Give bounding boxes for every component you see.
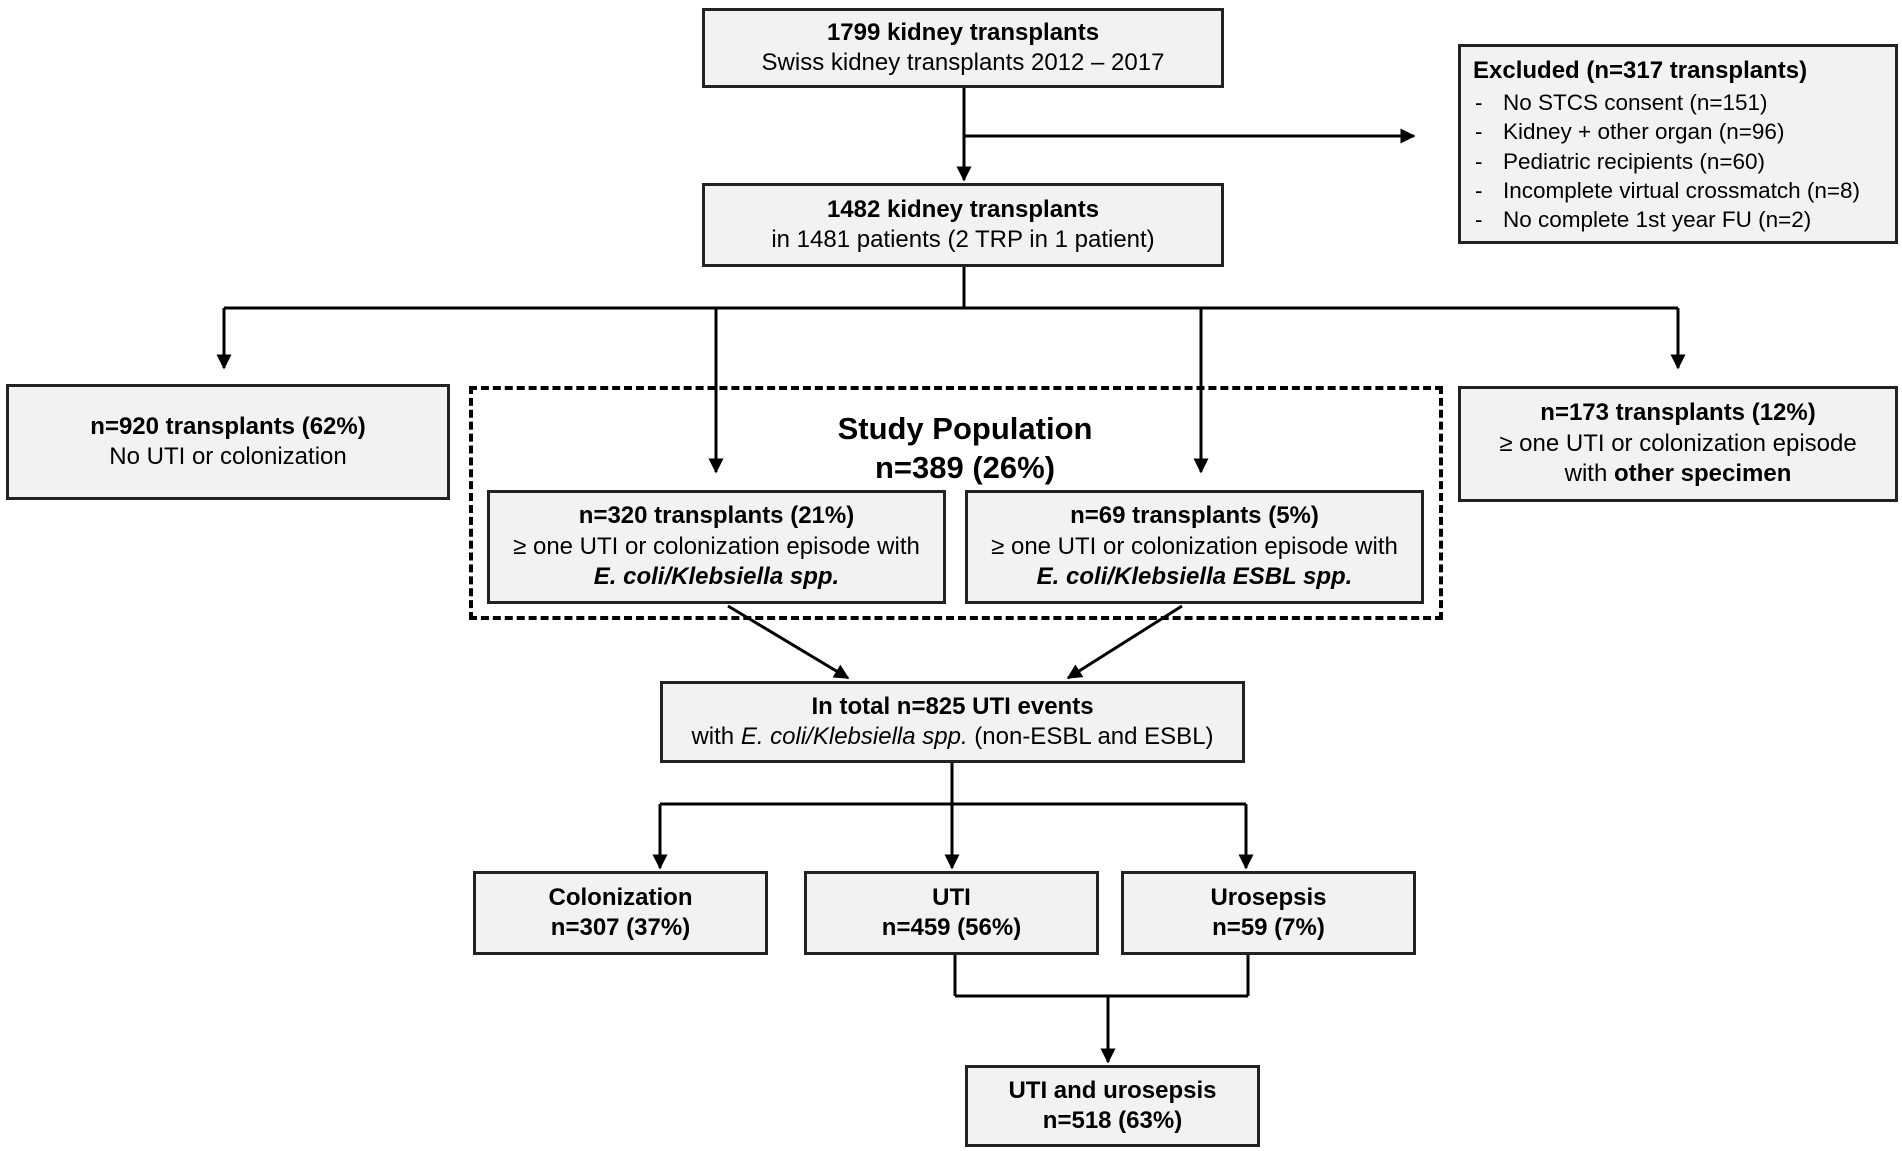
box-total-events: In total n=825 UTI events with E. coli/K… xyxy=(660,681,1245,763)
box-urosepsis: Urosepsis n=59 (7%) xyxy=(1121,871,1416,955)
box-uti-urosepsis-count: n=518 (63%) xyxy=(1042,1107,1183,1134)
box-total-subtitle: with E. coli/Klebsiella spp. (non-ESBL a… xyxy=(691,722,1213,752)
box-173-specimen: other specimen xyxy=(1613,460,1792,488)
box-total-post: (non-ESBL and ESBL) xyxy=(967,723,1214,750)
excluded-box: Excluded (n=317 transplants) No STCS con… xyxy=(1458,44,1898,244)
box-920-title: n=920 transplants (62%) xyxy=(90,412,366,440)
box-uti-urosepsis-title: UTI and urosepsis xyxy=(1008,1076,1217,1104)
box-colonization: Colonization n=307 (37%) xyxy=(473,871,768,955)
excluded-list: No STCS consent (n=151) Kidney + other o… xyxy=(1473,88,1883,235)
excluded-item: Pediatric recipients (n=60) xyxy=(1473,147,1883,177)
box-173-transplants: n=173 transplants (12%) ≥ one UTI or col… xyxy=(1458,386,1898,502)
box-920-transplants: n=920 transplants (62%) No UTI or coloni… xyxy=(6,384,450,500)
excluded-item: Kidney + other organ (n=96) xyxy=(1473,117,1883,147)
box-173-line1: ≥ one UTI or colonization episode xyxy=(1499,429,1857,457)
box-173-line2: with other specimen xyxy=(1565,459,1792,489)
box-uti-and-urosepsis: UTI and urosepsis n=518 (63%) xyxy=(965,1065,1260,1147)
box-69-line2: E. coli/Klebsiella ESBL spp. xyxy=(1037,562,1353,592)
box-total-pre: with xyxy=(691,723,741,750)
box-urosepsis-title: Urosepsis xyxy=(1210,883,1327,911)
study-population-label: Study Population n=389 (26%) xyxy=(690,410,1240,488)
box-1799-transplants: 1799 kidney transplants Swiss kidney tra… xyxy=(702,8,1224,88)
box-1482-subtitle: in 1481 patients (2 TRP in 1 patient) xyxy=(771,226,1155,253)
box-1482-title: 1482 kidney transplants xyxy=(826,195,1100,223)
box-colonization-count: n=307 (37%) xyxy=(550,914,691,941)
box-69-title: n=69 transplants (5%) xyxy=(1070,502,1319,530)
box-173-line2-prefix: with xyxy=(1564,460,1614,488)
box-320-transplants: n=320 transplants (21%) ≥ one UTI or col… xyxy=(487,490,946,604)
box-320-organism: E. coli/Klebsiella spp. xyxy=(593,563,840,591)
box-1799-title: 1799 kidney transplants xyxy=(826,18,1100,46)
box-920-subtitle: No UTI or colonization xyxy=(109,443,347,470)
box-colonization-title: Colonization xyxy=(548,883,693,911)
box-320-title: n=320 transplants (21%) xyxy=(578,502,855,530)
box-69-organism: E. coli/Klebsiella ESBL spp. xyxy=(1036,563,1353,591)
box-173-title: n=173 transplants (12%) xyxy=(1540,399,1816,427)
excluded-title: Excluded (n=317 transplants) xyxy=(1473,57,1808,84)
study-population-count: n=389 (26%) xyxy=(874,449,1056,485)
box-uti-title: UTI xyxy=(932,883,971,911)
excluded-item: Incomplete virtual crossmatch (n=8) xyxy=(1473,176,1883,206)
study-population-frame xyxy=(469,386,1443,620)
box-total-title: In total n=825 UTI events xyxy=(811,692,1094,720)
box-total-organism: E. coli/Klebsiella spp. xyxy=(740,723,968,750)
study-population-title: Study Population xyxy=(837,411,1093,446)
box-uti: UTI n=459 (56%) xyxy=(804,871,1099,955)
box-69-transplants: n=69 transplants (5%) ≥ one UTI or colon… xyxy=(965,490,1424,604)
box-uti-count: n=459 (56%) xyxy=(881,914,1022,941)
box-320-line1: ≥ one UTI or colonization episode with xyxy=(513,532,920,560)
box-320-line2: E. coli/Klebsiella spp. xyxy=(594,562,839,592)
box-1799-subtitle: Swiss kidney transplants 2012 – 2017 xyxy=(761,49,1165,76)
box-urosepsis-count: n=59 (7%) xyxy=(1212,914,1325,941)
box-1482-transplants: 1482 kidney transplants in 1481 patients… xyxy=(702,183,1224,267)
excluded-item: No complete 1st year FU (n=2) xyxy=(1473,205,1883,235)
excluded-item: No STCS consent (n=151) xyxy=(1473,88,1883,118)
box-69-line1: ≥ one UTI or colonization episode with xyxy=(991,532,1398,560)
